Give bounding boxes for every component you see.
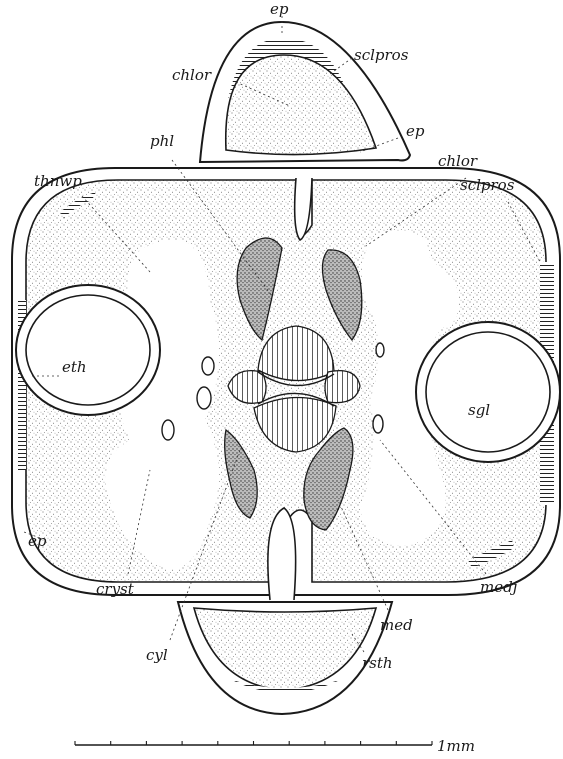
label-thnwp: thnwp <box>34 172 82 190</box>
bottom-keel <box>178 602 392 714</box>
main-body <box>12 168 560 600</box>
label-chlor-right: chlor <box>438 152 478 170</box>
label-cryst: cryst <box>96 580 135 598</box>
label-ep-top: ep <box>270 0 289 18</box>
label-medj: medj <box>480 578 518 596</box>
label-eth: eth <box>62 358 87 376</box>
label-sclpros-top: sclpros <box>354 46 409 64</box>
top-keel <box>200 22 410 162</box>
label-med: med <box>380 616 413 634</box>
label-cyl: cyl <box>146 646 168 664</box>
scale-bar: 1mm <box>75 737 475 755</box>
label-chlor-top: chlor <box>172 66 212 84</box>
label-sclpros-right: sclpros <box>460 176 515 194</box>
label-rsth: rsth <box>362 654 393 672</box>
label-ep-left: ep <box>28 532 47 550</box>
label-ep-inner: ep <box>406 122 425 140</box>
scale-bar-label: 1mm <box>437 737 475 755</box>
label-sgl: sgl <box>468 401 490 419</box>
label-phl: phl <box>150 132 174 150</box>
